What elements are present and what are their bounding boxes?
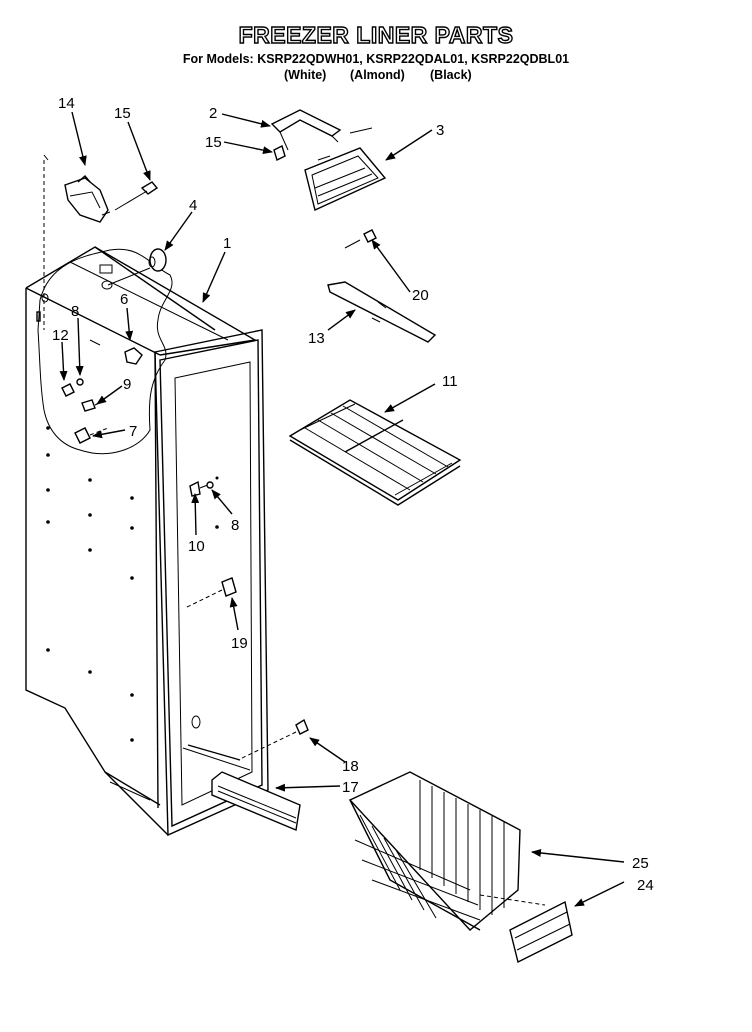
callout-8-b: 8 <box>231 517 239 534</box>
callout-24: 24 <box>637 877 654 894</box>
trim-part-17 <box>211 771 301 831</box>
light-shield-part-3 <box>304 127 387 211</box>
callout-6: 6 <box>120 291 128 308</box>
screw-part-15b <box>273 145 286 161</box>
diagram-title: FREEZER LINER PARTS <box>238 21 514 48</box>
callout-3: 3 <box>436 122 444 139</box>
bracket-part-19 <box>184 577 237 609</box>
callout-14: 14 <box>58 95 75 112</box>
freezer-liner-part-1 <box>25 154 269 837</box>
variant-white: (White) <box>284 68 327 82</box>
model-numbers: For Models: KSRP22QDWH01, KSRP22QDAL01, … <box>182 52 570 66</box>
screw-part-18 <box>237 718 309 761</box>
callout-1: 1 <box>223 235 231 252</box>
variant-black: (Black) <box>430 68 472 82</box>
shelf-support-part-13 <box>327 281 437 343</box>
callout-2: 2 <box>209 105 217 122</box>
leader-lines <box>59 111 625 907</box>
callout-15: 15 <box>114 105 131 122</box>
callout-13: 13 <box>308 330 325 347</box>
liner-holes <box>46 426 219 742</box>
bracket-part-14 <box>64 175 111 223</box>
callout-25: 25 <box>632 855 649 872</box>
front-hardware <box>189 476 219 497</box>
basket-front-part-24 <box>509 900 573 964</box>
callout-18: 18 <box>342 758 359 775</box>
wire-basket-part-25 <box>348 771 546 931</box>
side-hardware <box>61 339 109 444</box>
variant-almond: (Almond) <box>350 68 405 82</box>
knob-part-4 <box>107 248 167 286</box>
callout-labels: 14 15 2 15 3 4 1 6 8 12 9 7 20 13 11 10 … <box>52 95 654 894</box>
callout-4: 4 <box>189 197 197 214</box>
callout-15-b: 15 <box>205 134 222 151</box>
callout-7: 7 <box>129 423 137 440</box>
callout-19: 19 <box>231 635 248 652</box>
callout-17: 17 <box>342 779 359 796</box>
screw-part-15 <box>114 181 159 211</box>
clip-part-6 <box>124 347 143 365</box>
callout-10: 10 <box>188 538 205 555</box>
mount-part-2 <box>270 109 342 151</box>
screw-part-20 <box>344 229 377 249</box>
callout-12: 12 <box>52 327 69 344</box>
callout-8-a: 8 <box>71 303 79 320</box>
callout-20: 20 <box>412 287 429 304</box>
callout-9: 9 <box>123 376 131 393</box>
wire-shelf-part-11 <box>288 399 462 506</box>
callout-11: 11 <box>442 373 458 390</box>
